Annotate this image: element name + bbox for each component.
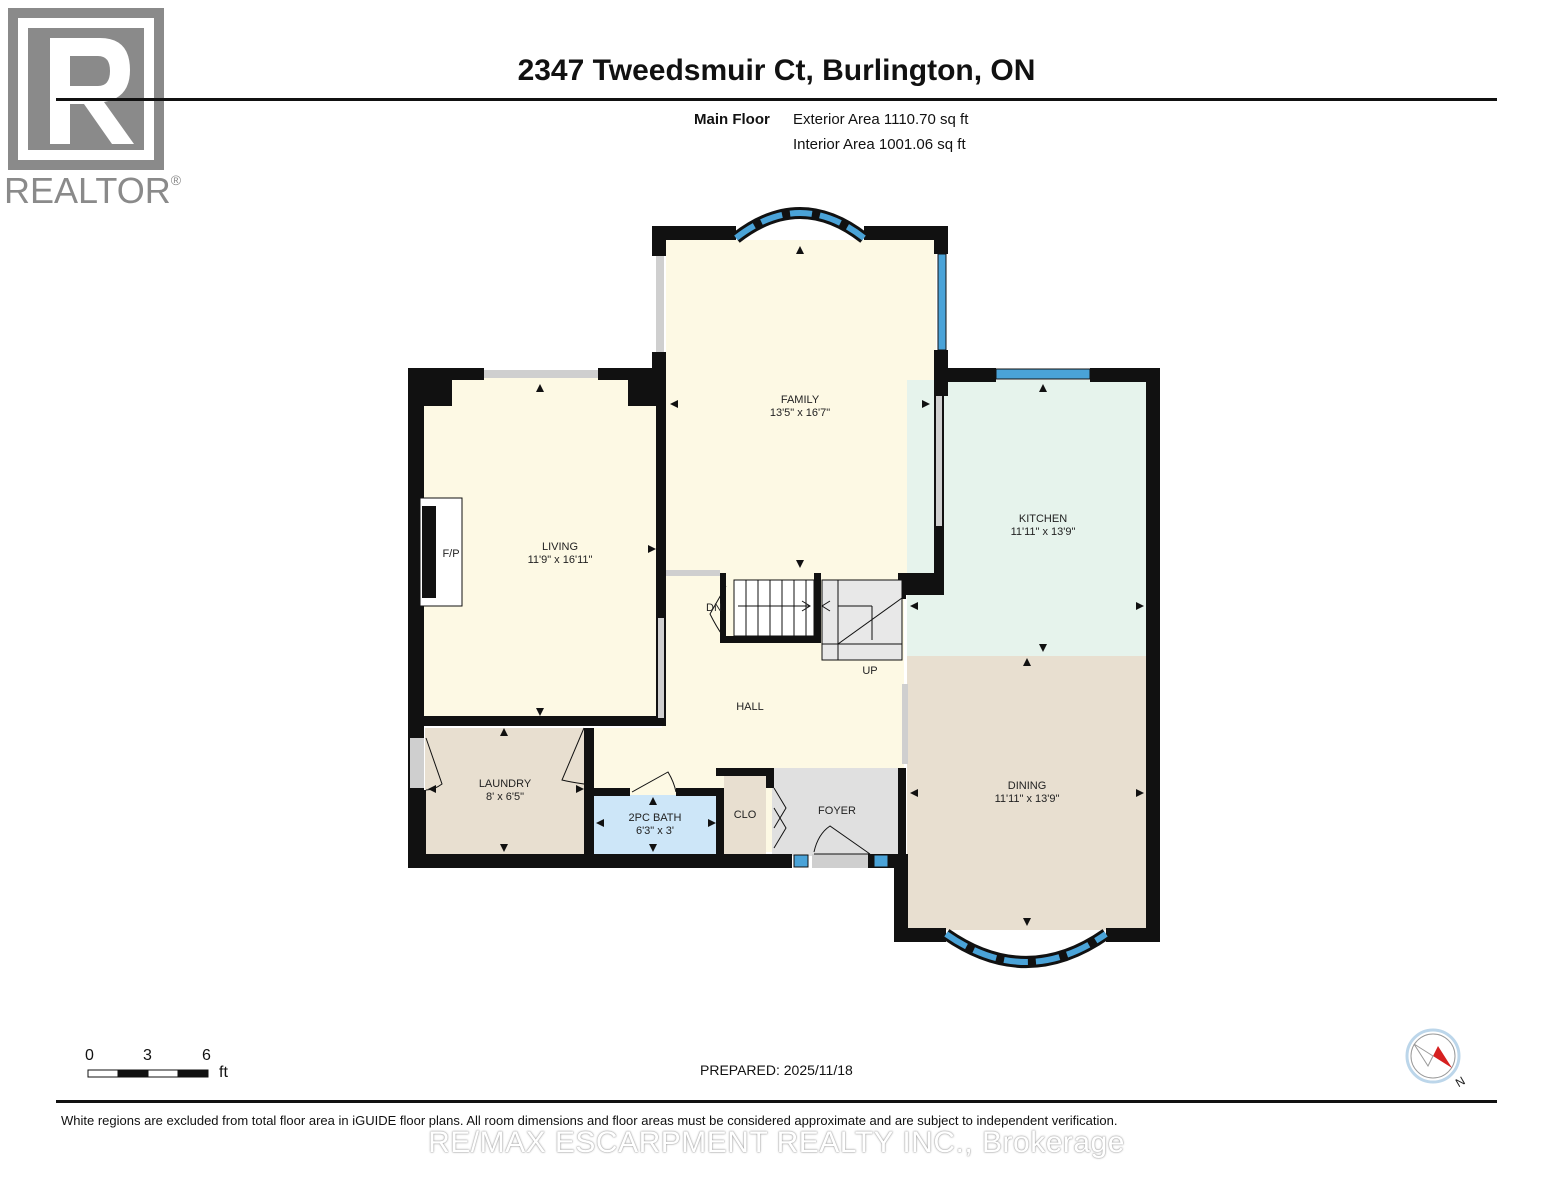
laundry-label: LAUNDRY xyxy=(479,778,532,790)
hall-label: HALL xyxy=(736,701,764,713)
kitchen-area xyxy=(907,380,1147,656)
top-bay-window xyxy=(732,207,868,243)
living-label: LIVING xyxy=(542,541,578,553)
kitchen-label: KITCHEN xyxy=(1019,513,1067,525)
interior-area: Interior Area 1001.06 sq ft xyxy=(793,136,966,153)
foyer-area xyxy=(772,768,904,856)
scale-bar xyxy=(87,1069,209,1078)
windows xyxy=(793,253,1091,868)
registered-mark: ® xyxy=(170,172,182,188)
exterior-area: Exterior Area 1110.70 sq ft xyxy=(793,111,969,128)
floor-name: Main Floor xyxy=(694,111,770,128)
stairs-down xyxy=(733,579,815,637)
family-label: FAMILY xyxy=(781,394,820,406)
dimension-arrows xyxy=(428,246,1144,926)
realtor-wordmark: REALTOR® xyxy=(4,170,181,212)
scale-mark-3: 3 xyxy=(143,1047,152,1064)
disclaimer: White regions are excluded from total fl… xyxy=(61,1113,1118,1128)
compass-icon xyxy=(1405,1028,1461,1084)
scale-unit: ft xyxy=(219,1064,228,1081)
scale-mark-6: 6 xyxy=(202,1047,211,1064)
laundry-dims: 8' x 6'5" xyxy=(486,791,524,803)
prepared-date: PREPARED: 2025/11/18 xyxy=(700,1062,853,1078)
bath-dims: 6'3" x 3' xyxy=(636,825,674,837)
dining-dims: 11'11" x 13'9" xyxy=(995,793,1060,805)
header-divider xyxy=(56,98,1497,101)
bath-label: 2PC BATH xyxy=(629,812,682,824)
family-room-area xyxy=(666,240,936,573)
page-title: 2347 Tweedsmuir Ct, Burlington, ON xyxy=(517,54,1036,87)
footer-divider xyxy=(56,1100,1497,1103)
living-dims: 11'9" x 16'11" xyxy=(528,554,593,566)
fireplace-label: F/P xyxy=(442,548,459,560)
laundry-area xyxy=(425,728,587,854)
compass-north-label: N xyxy=(1453,1074,1468,1090)
door-swings xyxy=(425,585,871,855)
closet-label: CLO xyxy=(734,809,757,821)
family-dims: 13'5" x 16'7" xyxy=(770,407,830,419)
stairs-up-label: UP xyxy=(862,665,877,677)
stairs-down-label: DN xyxy=(706,602,722,614)
dining-label: DINING xyxy=(1008,780,1047,792)
stairs-up xyxy=(821,579,903,661)
closet-area xyxy=(724,776,766,854)
dining-area xyxy=(907,656,1147,930)
realtor-logo-icon xyxy=(8,8,164,170)
kitchen-dims: 11'11" x 13'9" xyxy=(1011,526,1076,538)
foyer-label: FOYER xyxy=(818,805,856,817)
brokerage-watermark: RE/MAX ESCARPMENT REALTY INC., Brokerage xyxy=(428,1126,1125,1159)
wall-openings xyxy=(410,256,942,868)
wordmark-text: REALTOR xyxy=(4,170,171,211)
scale-mark-0: 0 xyxy=(85,1047,94,1064)
